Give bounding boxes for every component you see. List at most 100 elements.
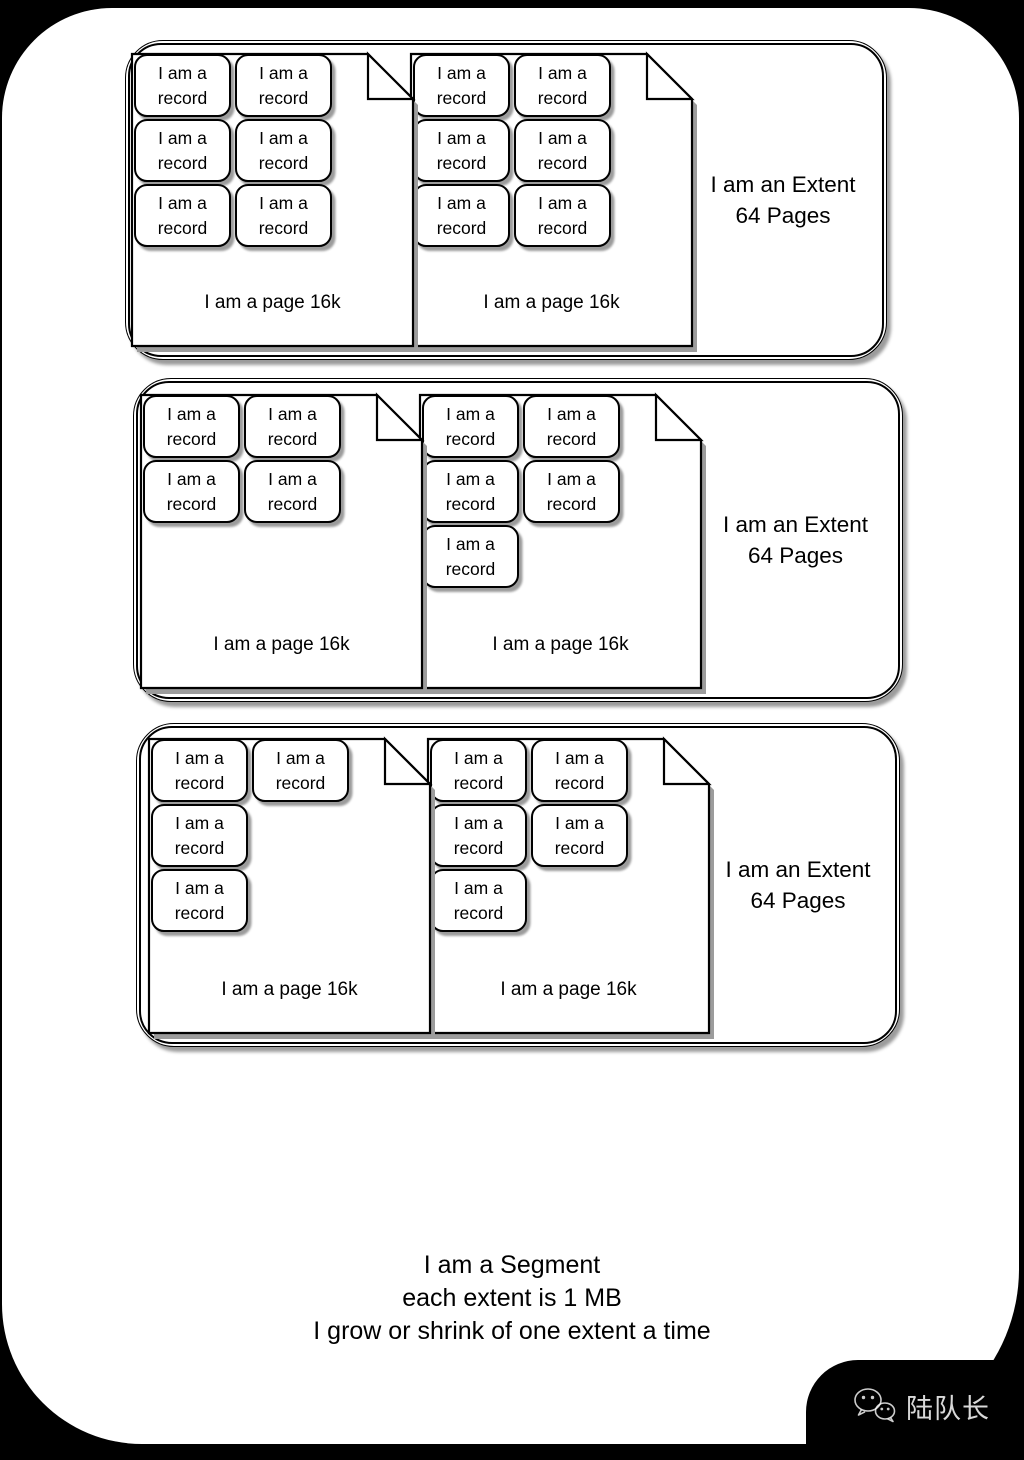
record-label-line: I am a [547, 468, 596, 489]
record-label-line: I am a [437, 192, 486, 213]
record: I am a record [514, 184, 611, 247]
record-label-line: I am a [167, 468, 216, 489]
record-label-line: record [275, 772, 326, 793]
record-label-line: I am a [555, 747, 604, 768]
record-label-line: I am a [158, 62, 207, 83]
record: I am a record [523, 460, 620, 523]
record: I am a record [143, 460, 240, 523]
record-label-line: I am a [259, 127, 308, 148]
page-fold-corner [654, 392, 704, 442]
page-fold-corner [662, 736, 712, 786]
page-label: I am a page 16k [483, 292, 620, 313]
record-label-line: record [258, 152, 309, 173]
record-label-line: record [436, 217, 487, 238]
record-label-line: I am a [268, 403, 317, 424]
record-label-line: record [453, 772, 504, 793]
record-label-line: record [267, 493, 318, 514]
record-label-line: record [546, 428, 597, 449]
record-label-line: I am a [454, 747, 503, 768]
extent-label-line: 64 Pages [747, 543, 844, 568]
record-label-line: record [157, 217, 208, 238]
record: I am a record [531, 804, 628, 867]
record-label-line: record [258, 217, 309, 238]
extent-label-line: I am an Extent [725, 857, 871, 882]
record-label-line: I am a [175, 812, 224, 833]
record-label-line: I am a [259, 62, 308, 83]
record-label-line: I am a [538, 62, 587, 83]
record-label-line: record [436, 152, 487, 173]
record-label-line: record [445, 558, 496, 579]
record-label-line: record [174, 772, 225, 793]
page-label: I am a page 16k [204, 292, 341, 313]
page-fold-corner [645, 51, 695, 101]
record: I am a record [413, 54, 510, 117]
watermark-background [806, 1360, 1024, 1460]
record-label-line: I am a [175, 747, 224, 768]
record-label-line: record [537, 152, 588, 173]
extent-label: I am an Extent 64 Pages [711, 724, 885, 1046]
record: I am a record [151, 869, 248, 932]
page: I am a record I am a record I am a record I am… [426, 736, 714, 1039]
extent-label-line: 64 Pages [750, 888, 846, 913]
record: I am a record [430, 804, 527, 867]
record: I am a record [151, 739, 248, 802]
page: I am a record I am a record I am a record I am… [409, 51, 697, 352]
record-label-line: record [166, 493, 217, 514]
record: I am a record [134, 119, 231, 182]
segment-caption: I am a Segment each extent is 1 MB I gro… [0, 1249, 1024, 1348]
record-label-line: record [554, 837, 605, 858]
page-fold-corner [375, 392, 425, 442]
record-label-line: I am a [158, 192, 207, 213]
record-label-line: I am a [437, 62, 486, 83]
record-label-line: record [537, 217, 588, 238]
watermark-text: 陆队长 [906, 1393, 990, 1424]
record-label-line: I am a [158, 127, 207, 148]
record-label-line: I am a [454, 877, 503, 898]
record-label-line: record [174, 902, 225, 923]
record-label-line: record [436, 87, 487, 108]
extent: I am a record I am a record I am a record I am… [133, 378, 903, 702]
record-label-line: record [546, 493, 597, 514]
record-label-line: I am a [175, 877, 224, 898]
record-label-line: record [445, 428, 496, 449]
record: I am a record [235, 119, 332, 182]
record: I am a record [413, 184, 510, 247]
extent-label-line: I am an Extent [710, 172, 856, 197]
record-label-line: I am a [446, 403, 495, 424]
extent: I am a record I am a record I am a record I am… [136, 723, 900, 1047]
record-label-line: record [258, 87, 309, 108]
record-label-line: record [554, 772, 605, 793]
record-label-line: record [445, 493, 496, 514]
extent: I am a record I am a record I am a record I am… [125, 40, 887, 360]
record-label-line: I am a [538, 192, 587, 213]
page-fold-corner [366, 51, 416, 101]
record-label-line: I am a [446, 533, 495, 554]
page-label: I am a page 16k [221, 979, 358, 1000]
record: I am a record [422, 395, 519, 458]
record-label-line: record [157, 152, 208, 173]
record: I am a record [531, 739, 628, 802]
segment-caption-line: I grow or shrink of one extent a time [313, 1317, 711, 1345]
record: I am a record [413, 119, 510, 182]
segment-caption-line: each extent is 1 MB [402, 1284, 622, 1312]
record-label-line: I am a [555, 812, 604, 833]
record-label-line: I am a [437, 127, 486, 148]
page-fold-corner [383, 736, 433, 786]
record-label-line: I am a [454, 812, 503, 833]
record-label-line: record [453, 837, 504, 858]
